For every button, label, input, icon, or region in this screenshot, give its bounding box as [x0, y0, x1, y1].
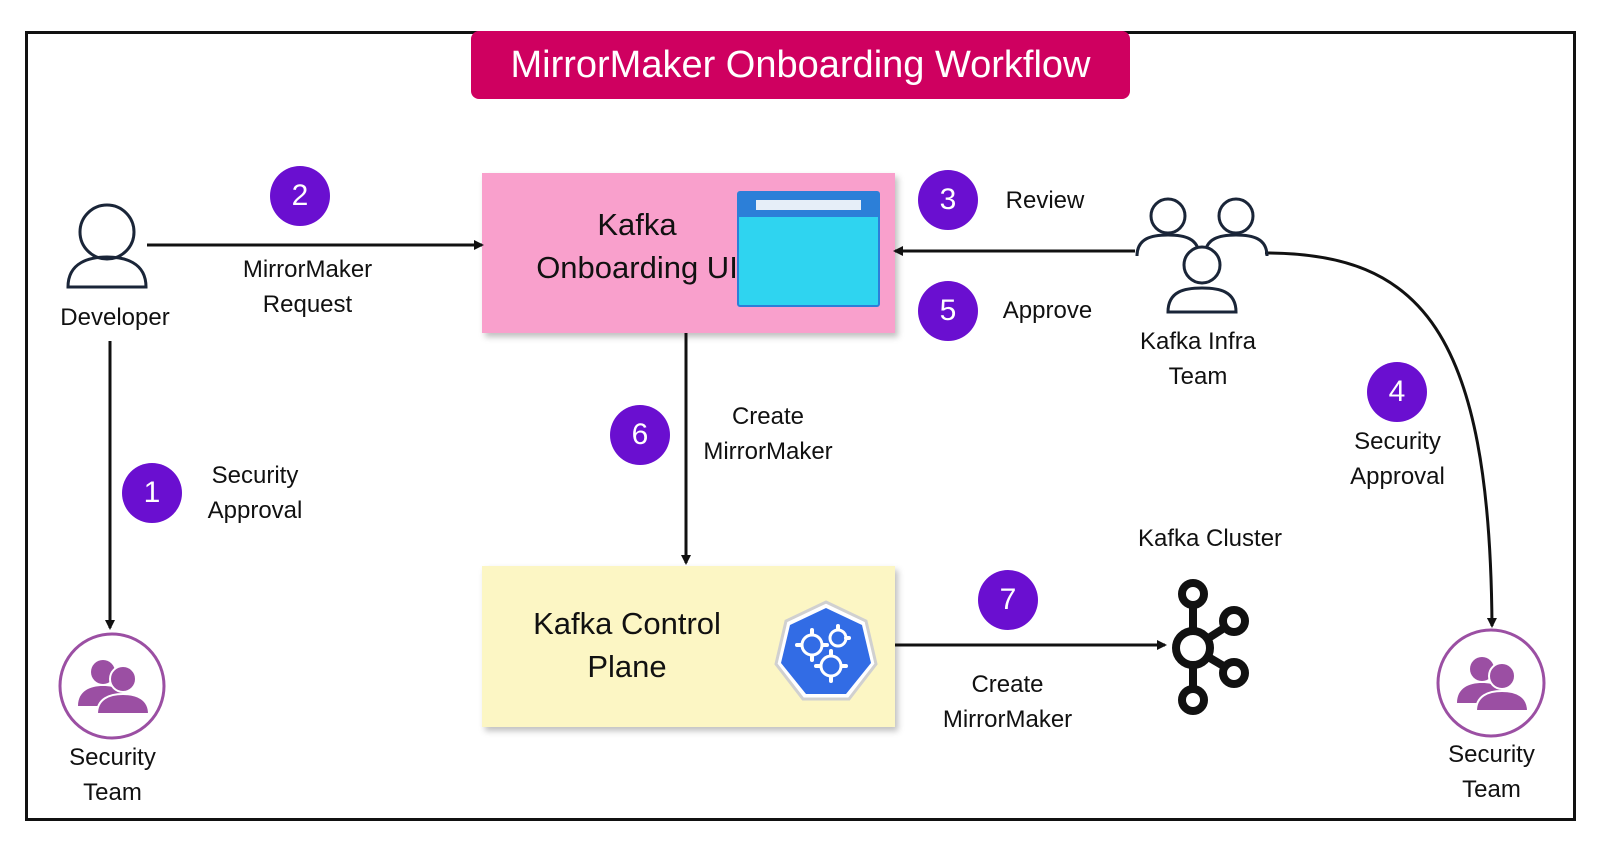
group-icon — [1135, 197, 1269, 314]
infra-team-label-line2: Team — [1168, 363, 1228, 390]
security-team-left-line1: Security — [69, 744, 156, 771]
step-2-badge: 2 — [270, 166, 330, 226]
step-6-label-line1: Create — [731, 403, 805, 430]
security-team-right-line1: Security — [1448, 741, 1535, 768]
diagram-title: MirrorMaker Onboarding Workflow — [471, 31, 1130, 99]
kafka-cluster-label: Kafka Cluster — [1137, 525, 1283, 552]
step-6-badge: 6 — [610, 405, 670, 465]
infra-team-label: Kafka Infra Team — [1123, 324, 1273, 394]
step-7-label-line2: MirrorMaker — [942, 706, 1073, 733]
browser-window-icon — [737, 191, 880, 307]
onboarding-ui-label-line2: Onboarding UI — [536, 250, 738, 285]
security-team-right-line2: Team — [1462, 776, 1521, 803]
step-1-label: Security Approval — [195, 458, 315, 528]
onboarding-ui-label-line1: Kafka — [597, 207, 677, 242]
developer-label: Developer — [60, 304, 170, 331]
step-4-badge: 4 — [1367, 362, 1427, 422]
security-team-left-label: Security Team — [50, 740, 175, 810]
step-2-label-line1: MirrorMaker — [242, 256, 373, 283]
security-team-icon — [1436, 628, 1546, 738]
control-plane-label-line2: Plane — [587, 649, 667, 684]
security-team-icon — [58, 632, 166, 740]
step-7-label-line1: Create — [971, 671, 1044, 698]
infra-team-label-line1: Kafka Infra — [1139, 328, 1257, 355]
step-3-badge: 3 — [918, 170, 978, 230]
kafka-icon — [1172, 579, 1249, 715]
control-plane-label-line1: Kafka Control — [533, 606, 721, 641]
step-1-label-line1: Security — [211, 462, 299, 489]
step-7-badge: 7 — [978, 570, 1038, 630]
step-7-label: Create MirrorMaker — [925, 667, 1090, 737]
security-team-left-line2: Team — [83, 779, 142, 806]
step-6-label: Create MirrorMaker — [688, 399, 848, 469]
step-2-label: MirrorMaker Request — [225, 252, 390, 322]
step-5-label: Approve — [1002, 297, 1093, 324]
step-4-label-line1: Security — [1354, 428, 1441, 455]
step-2-label-line2: Request — [262, 291, 353, 318]
step-3-label: Review — [1005, 187, 1085, 214]
step-4-label: Security Approval — [1330, 424, 1465, 494]
step-1-badge: 1 — [122, 463, 182, 523]
arrow-infra-to-security — [1264, 251, 1497, 628]
person-icon — [66, 203, 148, 289]
step-5-badge: 5 — [918, 281, 978, 341]
security-team-right-label: Security Team — [1429, 737, 1554, 807]
step-1-label-line2: Approval — [207, 497, 303, 524]
kubernetes-icon — [774, 600, 878, 701]
step-6-label-line2: MirrorMaker — [703, 438, 833, 465]
step-4-label-line2: Approval — [1350, 463, 1445, 490]
